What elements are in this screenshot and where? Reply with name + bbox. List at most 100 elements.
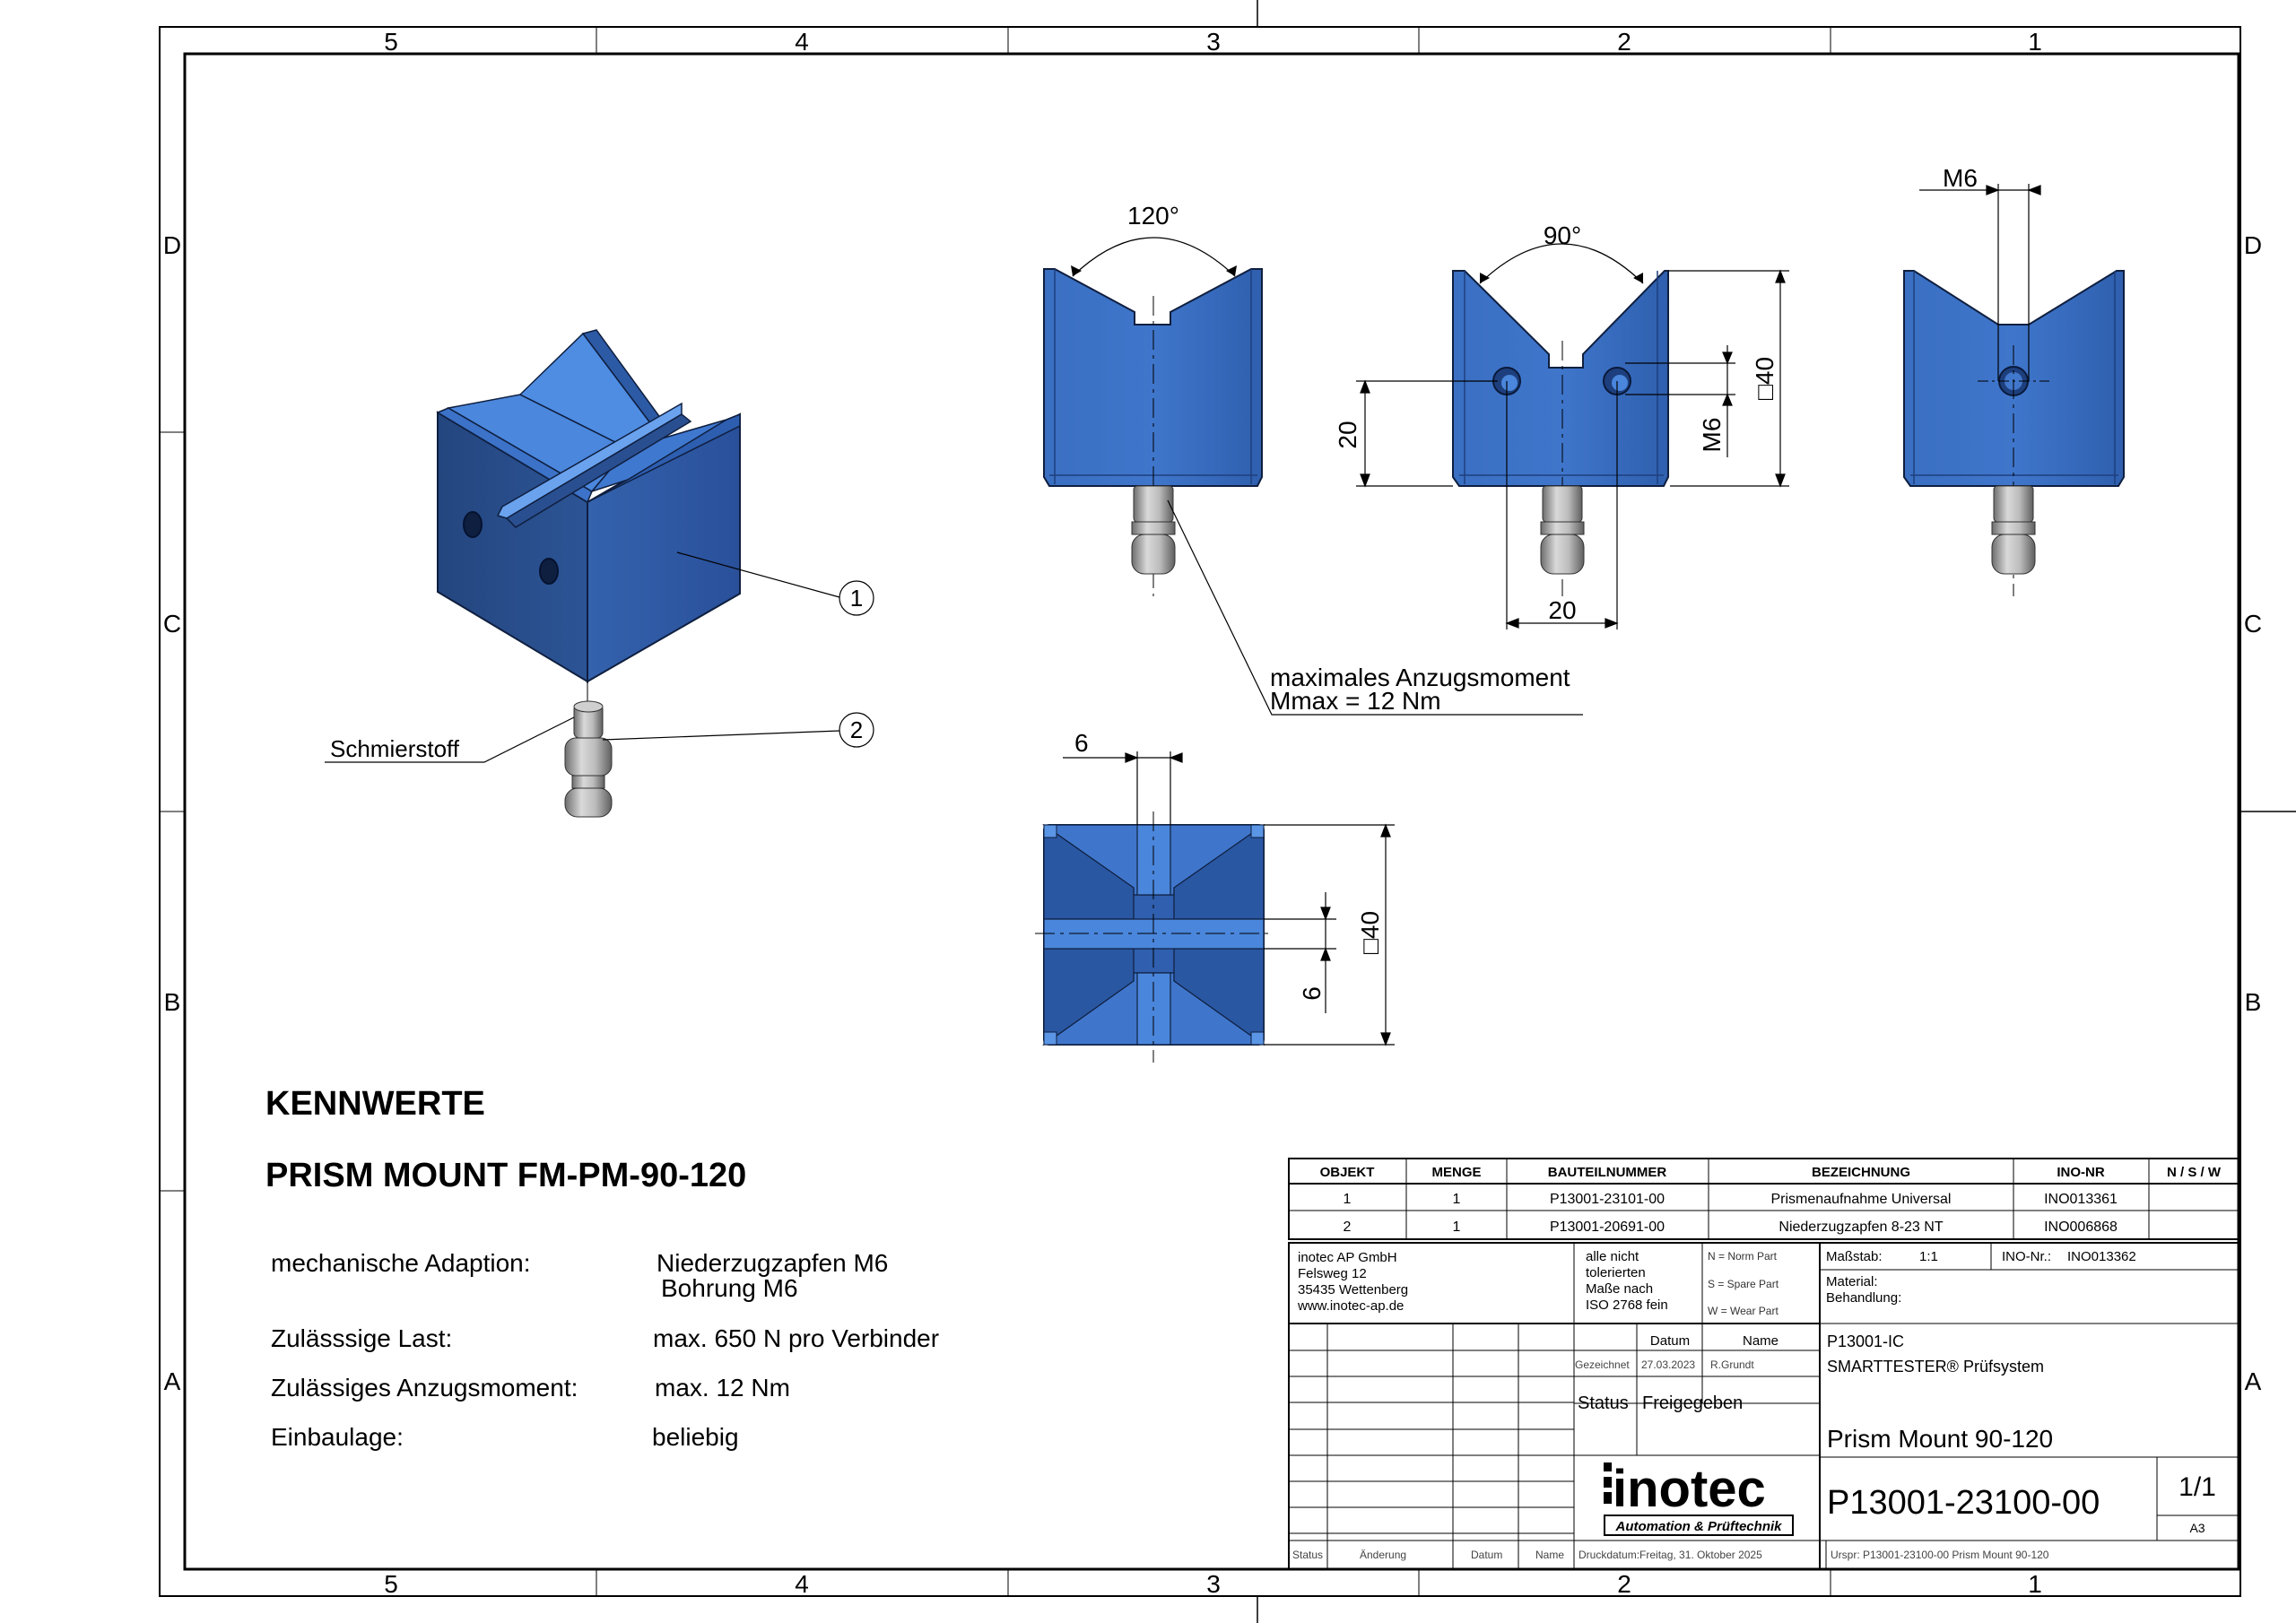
tolerance-note: ISO 2768 fein <box>1586 1298 1668 1313</box>
zone-col-label: 5 <box>384 28 398 56</box>
bom-cell: Niederzugzapfen 8-23 NT <box>1779 1219 1943 1235</box>
date-header: Datum <box>1650 1333 1690 1349</box>
dim-20-horizontal: 20 <box>1548 596 1576 624</box>
spec-value-load: max. 650 N pro Verbinder <box>653 1324 940 1352</box>
drawn-date: 27.03.2023 <box>1641 1358 1695 1371</box>
front-view-90-dimensions <box>1356 269 1789 629</box>
isometric-view <box>436 329 741 818</box>
callout-item-2: 2 <box>850 716 863 743</box>
zone-col-label: 4 <box>795 28 809 56</box>
bom-cell: INO006868 <box>2044 1219 2118 1235</box>
dim-20-vertical: 20 <box>1334 421 1361 448</box>
print-date: Druckdatum:Freitag, 31. Oktober 2025 <box>1578 1549 1762 1561</box>
ino-value: INO013362 <box>2067 1249 2136 1264</box>
tolerance-note: alle nicht <box>1586 1249 1639 1264</box>
company-city: 35435 Wettenberg <box>1298 1282 1408 1298</box>
zone-row-label: D <box>2244 231 2262 259</box>
front-view-120 <box>1043 237 1263 596</box>
bom-cell: 2 <box>1344 1219 1352 1235</box>
front-view-90 <box>1452 243 1669 596</box>
tolerance-note: tolerierten <box>1586 1265 1646 1280</box>
dim-6-side: 6 <box>1298 986 1326 1001</box>
bom-header: MENGE <box>1431 1165 1481 1180</box>
rev-header-name: Name <box>1535 1549 1564 1561</box>
dim-6-top: 6 <box>1074 729 1089 757</box>
part-type-n: N = Norm Part <box>1708 1250 1778 1263</box>
scale-value: 1:1 <box>1919 1249 1938 1264</box>
lubricant-label: Schmierstoff <box>330 735 460 762</box>
side-view <box>1903 270 2125 596</box>
drawn-name: R.Grundt <box>1710 1358 1754 1371</box>
zone-row-label: C <box>2244 610 2262 638</box>
spec-value-orientation: beliebig <box>652 1423 739 1451</box>
angle-120-label: 120° <box>1127 202 1179 230</box>
bom-cell: 1 <box>1344 1192 1352 1207</box>
spec-value-adaption: Niederzugzapfen M6 <box>657 1249 889 1277</box>
torque-leader <box>1167 499 1583 716</box>
company-website: www.inotec-ap.de <box>1297 1298 1404 1314</box>
spec-value-torque: max. 12 Nm <box>655 1374 790 1402</box>
callout-leaders <box>325 551 874 763</box>
bom-header: OBJEKT <box>1320 1165 1375 1180</box>
bom-header: N / S / W <box>2167 1165 2222 1180</box>
zone-row-label: B <box>164 988 181 1016</box>
tolerance-note: Maße nach <box>1586 1281 1653 1297</box>
system-name: SMARTTESTER® Prüfsystem <box>1827 1358 2044 1376</box>
drawing-title: Prism Mount 90-120 <box>1827 1425 2053 1453</box>
product-name: PRISM MOUNT FM-PM-90-120 <box>265 1157 747 1194</box>
part-type-s: S = Spare Part <box>1708 1278 1779 1290</box>
logo-wordmark: inotec <box>1613 1460 1766 1518</box>
zone-row-label: C <box>163 610 181 638</box>
callout-item-1: 1 <box>850 585 863 612</box>
zone-col-label: 1 <box>2028 28 2042 56</box>
drawn-label: Gezeichnet <box>1575 1358 1630 1371</box>
zone-col-label: 3 <box>1206 1570 1221 1598</box>
spec-label-load: Zulässsige Last: <box>271 1324 453 1352</box>
angle-90-label: 90° <box>1544 221 1581 249</box>
torque-label-line1: maximales Anzugsmoment <box>1270 664 1570 691</box>
name-header: Name <box>1743 1333 1779 1349</box>
ino-label: INO-Nr.: <box>2002 1249 2051 1264</box>
origin-file: Urspr: P13001-23100-00 Prism Mount 90-12… <box>1831 1549 2049 1561</box>
bom-cell: Prismenaufnahme Universal <box>1771 1192 1952 1207</box>
top-view <box>1035 812 1274 1063</box>
bom-cell: P13001-20691-00 <box>1550 1219 1665 1235</box>
dim-square40-front: □40 <box>1751 357 1779 400</box>
zone-col-label: 3 <box>1206 28 1221 56</box>
status-label: Status <box>1578 1393 1629 1413</box>
bom-header: BEZEICHNUNG <box>1812 1165 1910 1180</box>
zone-col-label: 2 <box>1617 1570 1631 1598</box>
drawing-number: P13001-23100-00 <box>1827 1484 2100 1522</box>
sheet-number: 1/1 <box>2179 1472 2216 1502</box>
title-block-grid <box>1288 1242 2239 1570</box>
zone-col-label: 1 <box>2028 1570 2042 1598</box>
spec-value-adaption-2: Bohrung M6 <box>661 1274 798 1302</box>
bom-cell: P13001-23101-00 <box>1550 1192 1665 1207</box>
zone-col-label: 4 <box>795 1570 809 1598</box>
scale-label: Maßstab: <box>1826 1249 1883 1264</box>
status-value: Freigegeben <box>1642 1393 1743 1413</box>
dim-square40-top: □40 <box>1356 911 1384 954</box>
project-id: P13001-IC <box>1827 1332 1904 1350</box>
zone-row-label: A <box>2245 1367 2262 1395</box>
dim-m6-top: M6 <box>1943 164 1978 192</box>
company-logo: inotec Automation & Prüftechnik <box>1604 1460 1794 1536</box>
spec-label-orientation: Einbaulage: <box>271 1423 404 1451</box>
drawing-frame <box>159 0 2296 1623</box>
top-view-dimensions <box>1063 751 1395 1046</box>
bom-table-grid <box>1288 1158 2239 1240</box>
dim-m6-side: M6 <box>1698 418 1726 453</box>
paper-format: A3 <box>2189 1521 2205 1535</box>
rev-header-change: Änderung <box>1360 1549 1406 1561</box>
bom-cell: 1 <box>1453 1192 1461 1207</box>
rev-header-status: Status <box>1292 1549 1323 1561</box>
bom-cell: 1 <box>1453 1219 1461 1235</box>
spec-label-torque: Zulässiges Anzugsmoment: <box>271 1374 578 1402</box>
side-view-dimensions <box>1919 184 2041 325</box>
company-name: inotec AP GmbH <box>1298 1250 1397 1265</box>
zone-row-label: D <box>163 231 181 259</box>
part-type-w: W = Wear Part <box>1708 1305 1779 1317</box>
treatment-label: Behandlung: <box>1826 1290 1901 1306</box>
zone-col-label: 5 <box>384 1570 398 1598</box>
